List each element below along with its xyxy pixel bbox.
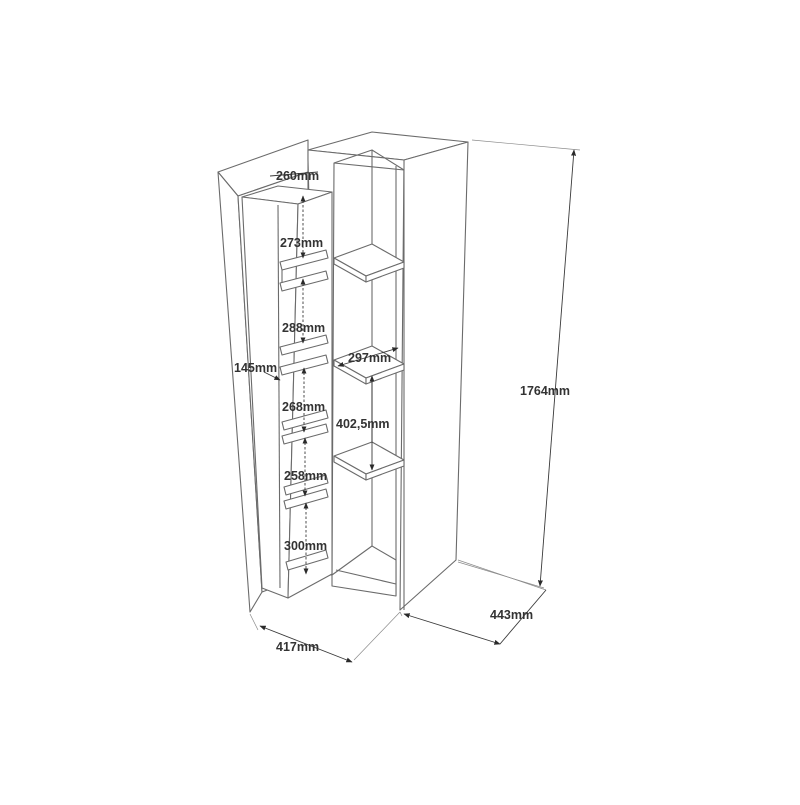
dimension-labels: 260mm 273mm 288mm 145mm 297mm 268mm 402,… <box>234 169 570 654</box>
label-pullout-shelf-3: 268mm <box>282 400 325 414</box>
label-pullout-shelf-2: 288mm <box>282 321 325 335</box>
label-shelf-depth: 297mm <box>348 351 391 365</box>
label-pullout-shelf-4: 258mm <box>284 469 327 483</box>
label-total-height: 1764mm <box>520 384 570 398</box>
pullout-shelf <box>279 334 329 376</box>
label-shelf-spacing: 402,5mm <box>336 417 390 431</box>
label-pullout-width: 145mm <box>234 361 277 375</box>
label-pullout-top-depth: 260mm <box>276 169 319 183</box>
shelf-3 <box>333 441 405 481</box>
dimension-lines <box>249 139 581 663</box>
shelf-1 <box>333 243 405 283</box>
label-width: 417mm <box>276 640 319 654</box>
label-pullout-shelf-5: 300mm <box>284 539 327 553</box>
pullout-shelf <box>279 249 329 284</box>
label-pullout-shelf-1: 273mm <box>280 236 323 250</box>
label-depth: 443mm <box>490 608 533 622</box>
